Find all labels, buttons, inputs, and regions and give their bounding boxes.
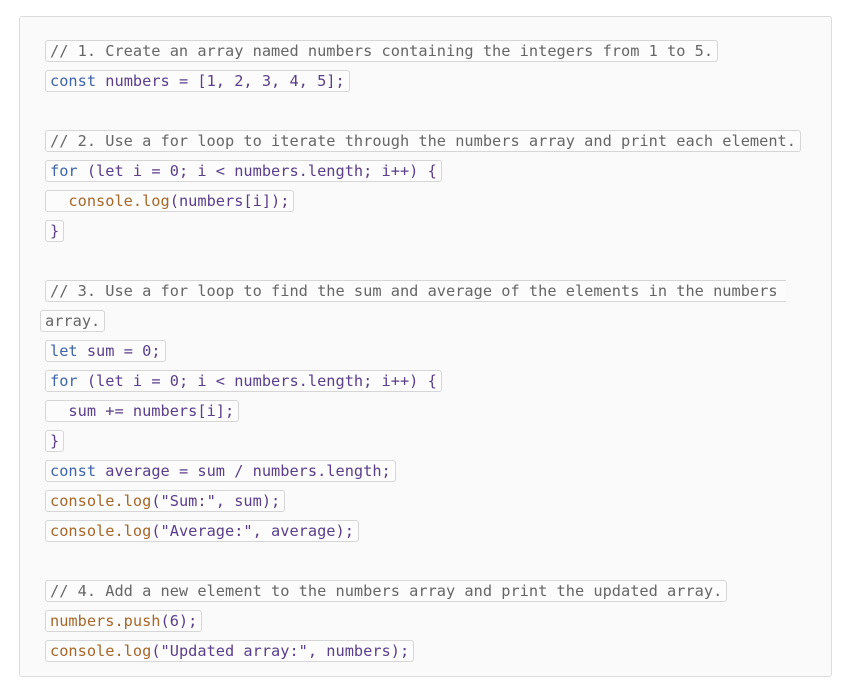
function-token: console.log xyxy=(50,641,152,660)
code-block: // 1. Create an array named numbers cont… xyxy=(19,16,832,677)
code-token: (let i = 0; i < numbers.length; i++) { xyxy=(77,161,437,180)
code-token: (let i = 0; i < numbers.length; i++) { xyxy=(77,371,437,390)
code-line: console.log(numbers[i]); xyxy=(45,185,805,215)
code-token: (numbers[i]); xyxy=(169,191,290,210)
function-token: console.log xyxy=(50,521,152,540)
code-line: for (let i = 0; i < numbers.length; i++)… xyxy=(45,155,805,185)
code-line: console.log("Sum:", sum); xyxy=(45,485,805,515)
code-content: // 1. Create an array named numbers cont… xyxy=(40,35,805,665)
code-line: } xyxy=(45,215,805,245)
keyword-token: let xyxy=(50,341,78,360)
code-line: const average = sum / numbers.length; xyxy=(45,455,805,485)
keyword-token: for xyxy=(50,371,78,390)
function-token: console.log xyxy=(50,491,152,510)
code-token: numbers = [1, 2, 3, 4, 5]; xyxy=(96,71,345,90)
code-token: (6); xyxy=(160,611,198,630)
keyword-token: const xyxy=(50,461,97,480)
code-line: numbers.push(6); xyxy=(45,605,805,635)
comment-token: // 3. Use a for loop to find the sum and… xyxy=(45,279,786,302)
code-token: ("Updated array:", numbers); xyxy=(151,641,410,660)
blank-line xyxy=(45,95,805,125)
keyword-token: for xyxy=(50,161,78,180)
code-line: for (let i = 0; i < numbers.length; i++)… xyxy=(45,365,805,395)
code-line: // 1. Create an array named numbers cont… xyxy=(45,35,805,65)
comment-token: // 2. Use a for loop to iterate through … xyxy=(45,129,801,152)
code-token: average = sum / numbers.length; xyxy=(96,461,391,480)
code-token: sum = 0; xyxy=(77,341,161,360)
keyword-token: const xyxy=(50,71,97,90)
code-token: sum += numbers[i]; xyxy=(68,401,235,420)
code-line: const numbers = [1, 2, 3, 4, 5]; xyxy=(45,65,805,95)
code-token: } xyxy=(45,219,65,242)
indent-token xyxy=(50,192,68,210)
blank-line xyxy=(45,245,805,275)
indent-token xyxy=(50,402,68,420)
code-line: let sum = 0; xyxy=(45,335,805,365)
code-token: ("Average:", average); xyxy=(151,521,354,540)
blank-line xyxy=(45,545,805,575)
code-token: ("Sum:", sum); xyxy=(151,491,281,510)
function-token: numbers.push xyxy=(50,611,161,630)
code-line: } xyxy=(45,425,805,455)
code-line: // 3. Use a for loop to find the sum and… xyxy=(45,275,805,305)
comment-token: array. xyxy=(40,309,106,332)
code-token: } xyxy=(45,429,65,452)
comment-token: // 1. Create an array named numbers cont… xyxy=(45,39,719,62)
code-line: // 2. Use a for loop to iterate through … xyxy=(45,125,805,155)
comment-token: // 4. Add a new element to the numbers a… xyxy=(45,579,728,602)
code-line: console.log("Average:", average); xyxy=(45,515,805,545)
code-line-continuation: array. xyxy=(40,305,805,335)
code-line: console.log("Updated array:", numbers); xyxy=(45,635,805,665)
code-line: // 4. Add a new element to the numbers a… xyxy=(45,575,805,605)
function-token: console.log xyxy=(68,191,170,210)
code-line: sum += numbers[i]; xyxy=(45,395,805,425)
